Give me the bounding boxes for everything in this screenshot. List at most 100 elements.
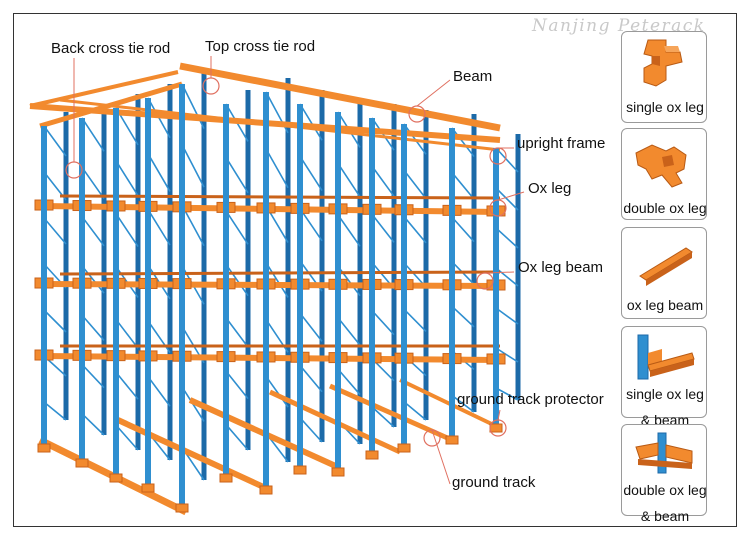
upright-brace: [147, 153, 171, 192]
callout-leader-line: [497, 409, 501, 421]
back-cross-tie-rod-label: Back cross tie rod: [51, 40, 171, 57]
top-beam-mid: [59, 98, 501, 152]
ground-track-label: ground track: [452, 474, 536, 491]
upright-brace: [147, 320, 171, 354]
upright-brace: [451, 172, 475, 200]
ground-track-protector: [219, 473, 233, 483]
upright-brace: [43, 217, 67, 245]
double-ox-leg-beam-caption-line1: double ox leg: [623, 482, 707, 498]
upright-brace: [115, 160, 139, 197]
upright-brace: [225, 157, 249, 194]
upright-brace: [495, 307, 519, 325]
upright-brace: [403, 401, 427, 421]
upright-brace: [225, 263, 249, 297]
ground-track-protector: [331, 467, 345, 477]
callout-leader-line: [484, 271, 515, 274]
upright-brace: [115, 318, 139, 349]
upright-brace: [337, 162, 361, 198]
upright-brace: [495, 147, 519, 173]
upright-brace: [299, 312, 323, 342]
upright-brace: [403, 308, 427, 332]
upright-brace: [299, 103, 323, 141]
upright-brace: [181, 83, 205, 129]
ox-leg-label: Ox leg: [528, 180, 572, 197]
ground-track-protector-label: ground track protector: [457, 391, 604, 408]
ground-track-protector: [489, 423, 503, 433]
callout-leader-line: [431, 429, 451, 485]
single-ox-leg-beam-caption-line1: single ox leg: [626, 386, 704, 402]
part-card-single-ox-leg-beam: single ox leg & beam: [621, 326, 707, 428]
ground-track: [116, 417, 272, 493]
single-ox-leg-and-beam-icon: [637, 334, 695, 380]
upright-brace: [115, 371, 139, 400]
upright-brace: [371, 310, 395, 336]
upright-brace: [495, 347, 519, 363]
upright-brace: [403, 216, 427, 244]
upright-brace: [265, 148, 289, 189]
upright-brace: [495, 187, 519, 211]
ox-leg-beam-rail-back: [59, 194, 501, 200]
upright-brace: [225, 370, 249, 400]
upright-brace: [43, 401, 67, 421]
ox-leg-beam-caption: ox leg beam: [626, 297, 704, 313]
upright-brace: [337, 368, 361, 396]
upright-brace: [181, 144, 205, 188]
upright-brace: [43, 125, 67, 157]
upright-brace: [147, 209, 171, 246]
upright-brace: [81, 166, 105, 200]
ground-track-protector: [141, 483, 155, 493]
upright-brace: [451, 394, 475, 413]
ground-track-protector: [293, 465, 307, 475]
upright-brace: [451, 305, 475, 328]
back-cross-tie-rod: [29, 70, 179, 108]
part-card-single-ox-leg: single ox leg: [621, 31, 707, 123]
upright-brace: [495, 227, 519, 249]
ground-track-protector: [259, 485, 273, 495]
upright-brace: [81, 265, 105, 294]
upright-brace: [451, 127, 475, 158]
upright-brace: [225, 317, 249, 348]
upright-brace: [403, 169, 427, 200]
upright-brace: [371, 165, 395, 197]
upright-brace: [337, 214, 361, 247]
ox-leg-beam-icon: [639, 247, 693, 286]
ground-track: [328, 383, 454, 443]
double-ox-leg-caption: double ox leg: [623, 200, 707, 216]
upright-brace: [337, 265, 361, 297]
part-card-double-ox-leg: double ox leg: [621, 128, 707, 220]
part-card-double-ox-leg-beam: double ox leg & beam: [621, 424, 707, 524]
upright-brace: [115, 213, 139, 248]
upright-brace: [81, 216, 105, 247]
ground-track-protector: [37, 443, 51, 453]
upright-brace: [299, 155, 323, 192]
part-card-ox-leg-beam: ox leg beam: [621, 227, 707, 319]
image-border: [13, 13, 737, 527]
ground-track-protector: [109, 473, 123, 483]
ground-track-protector: [365, 450, 379, 460]
upright-brace: [299, 364, 323, 393]
callout-leader-line: [497, 191, 525, 201]
upright-frame-label: upright frame: [517, 135, 606, 152]
callout-leader-line: [416, 79, 451, 107]
top-beam-right: [179, 62, 501, 132]
upright-brace: [225, 210, 249, 245]
beam-label: Beam: [453, 68, 493, 85]
upright-brace: [81, 413, 105, 436]
ground-track-protector: [175, 503, 189, 513]
ground-track-protector: [397, 443, 411, 453]
upright-brace: [371, 213, 395, 243]
upright-brace: [225, 424, 249, 451]
single-ox-leg-icon: [643, 39, 683, 87]
upright-brace: [265, 262, 289, 298]
upright-brace: [115, 424, 139, 451]
upright-brace: [265, 375, 289, 408]
upright-brace: [147, 376, 171, 407]
double-ox-leg-and-beam-icon: [635, 432, 693, 474]
upright-brace: [371, 406, 395, 428]
upright-brace: [43, 309, 67, 333]
upright-brace: [337, 317, 361, 346]
upright-brace: [451, 216, 475, 243]
single-ox-leg-caption: single ox leg: [626, 99, 704, 115]
upright-brace: [495, 387, 519, 401]
